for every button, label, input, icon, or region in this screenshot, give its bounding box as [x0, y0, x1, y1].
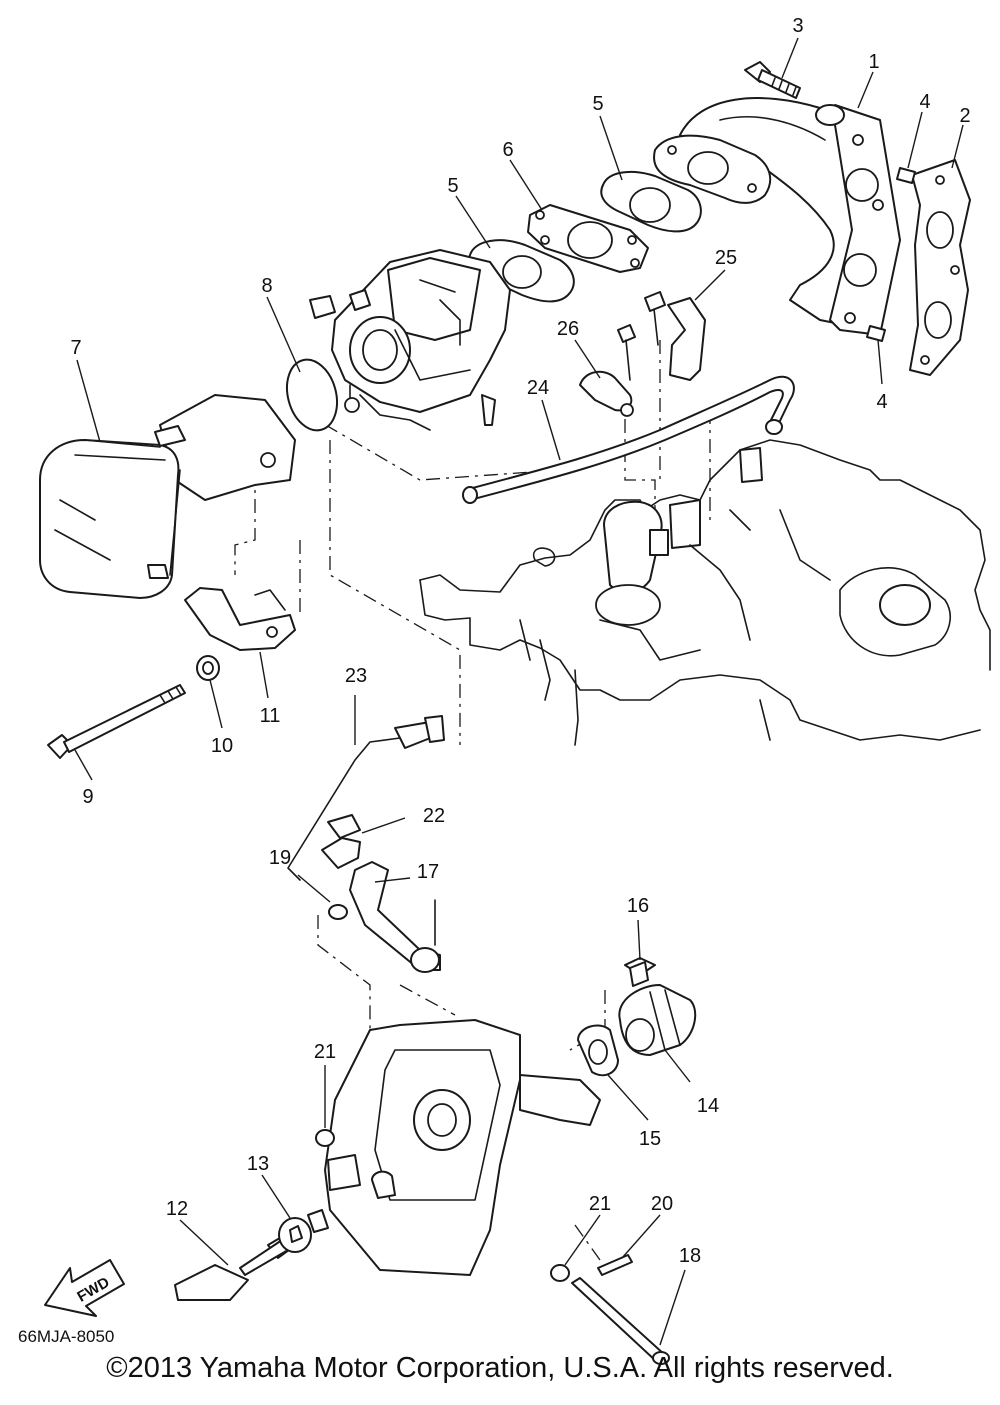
callout-9: 8 [261, 275, 272, 297]
choke-lever [349, 861, 441, 973]
callout-16: 10 [211, 735, 233, 757]
callout-4: 2 [959, 105, 970, 127]
callout-2: 1 [868, 51, 879, 73]
callout-24: 15 [639, 1128, 661, 1150]
spring-pin [597, 1254, 633, 1276]
callout-numbers: 3 1 4 2 5 6 5 25 8 26 7 24 4 23 11 10 9 … [70, 15, 970, 1267]
fuel-hose [462, 375, 795, 504]
grommet-gasket [577, 1024, 619, 1077]
assembly-dash-lines [234, 340, 711, 1261]
callout-29: 18 [679, 1245, 701, 1267]
callout-17: 9 [82, 786, 93, 808]
callout-11: 7 [70, 337, 81, 359]
intake-grommet [618, 984, 697, 1056]
drawing-code: 66MJA-8050 [18, 1327, 114, 1346]
silencer-bracket [184, 587, 296, 651]
grommet [196, 655, 220, 681]
washer [328, 904, 348, 920]
callout-12: 24 [527, 377, 549, 399]
link-rod [287, 715, 445, 881]
o-ring [286, 358, 338, 432]
carburetor-gaskets [467, 134, 772, 303]
carburetor-spacer [527, 204, 649, 273]
callout-25: 13 [247, 1153, 269, 1175]
hose-clips [579, 291, 706, 417]
callout-6: 6 [502, 139, 513, 161]
callout-18: 22 [423, 805, 445, 827]
callout-28: 12 [166, 1198, 188, 1220]
intake-manifold [679, 97, 901, 336]
lower-silencer [324, 1019, 601, 1276]
dowel-pins [866, 167, 916, 342]
manifold-bolt [744, 61, 801, 99]
carburetor [309, 249, 511, 431]
silencer-washers [315, 1129, 570, 1282]
callout-23: 14 [697, 1095, 719, 1117]
callout-13: 4 [876, 391, 887, 413]
silencer-bolt [47, 684, 186, 759]
callout-1: 3 [792, 15, 803, 37]
callout-26: 21 [589, 1193, 611, 1215]
knob-grommet [278, 1209, 329, 1253]
callout-5: 5 [592, 93, 603, 115]
callout-14: 23 [345, 665, 367, 687]
leader-lines [74, 37, 964, 1346]
manifold-gasket [909, 159, 971, 376]
callout-22: 21 [314, 1041, 336, 1063]
engine-block [419, 439, 991, 746]
screw [624, 957, 656, 987]
callout-27: 20 [651, 1193, 673, 1215]
callout-8: 25 [715, 247, 737, 269]
copyright-notice: ©2013 Yamaha Motor Corporation, U.S.A. A… [106, 1352, 894, 1384]
callout-3: 4 [919, 91, 930, 113]
callout-10: 26 [557, 318, 579, 340]
forward-arrow-icon: FWD [44, 1259, 125, 1317]
callout-20: 17 [417, 861, 439, 883]
rod-joint [321, 814, 361, 869]
callout-7: 5 [447, 175, 458, 197]
callout-19: 19 [269, 847, 291, 869]
hinge-pin [571, 1277, 670, 1365]
callout-21: 16 [627, 895, 649, 917]
callout-15: 11 [260, 705, 281, 727]
intake-silencer [39, 394, 296, 599]
